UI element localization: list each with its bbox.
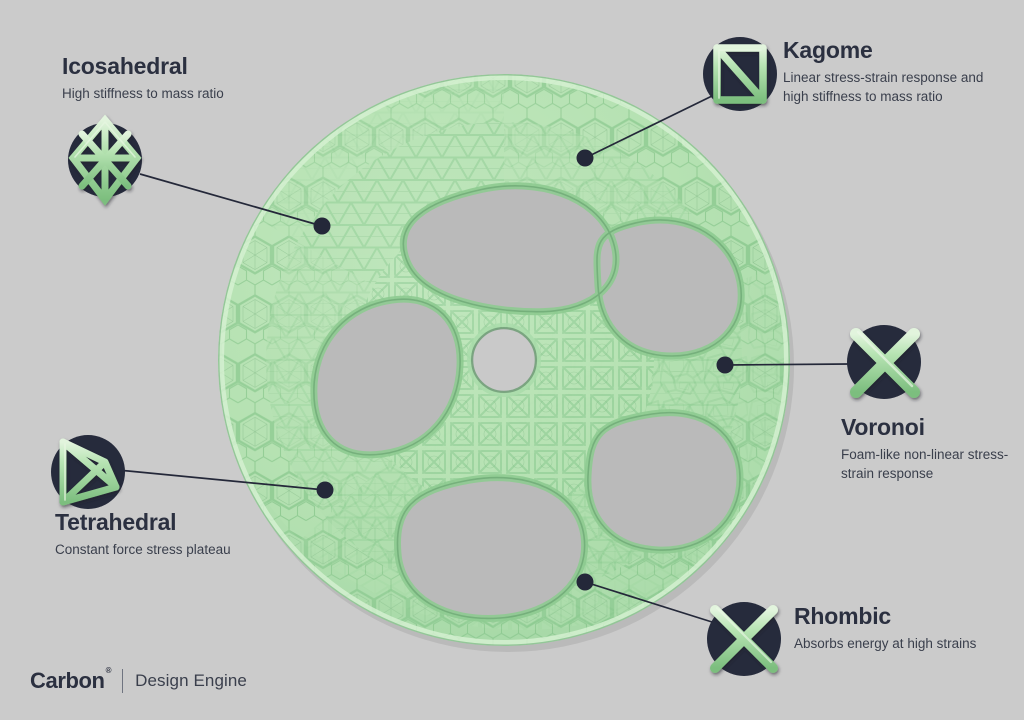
brand-name-text: Carbon xyxy=(30,668,105,693)
callout-title-rhombic: Rhombic xyxy=(794,603,891,629)
callout-kagome: Kagome Linear stress-strain response and… xyxy=(783,37,988,107)
leader-line-rhombic xyxy=(584,581,713,623)
leader-line-kagome xyxy=(584,95,713,159)
anchor-dot-rhombic xyxy=(576,573,594,591)
callout-title-voronoi: Voronoi xyxy=(841,414,925,440)
brand-name: Carbon® xyxy=(30,665,117,694)
anchor-dot-tetrahedral xyxy=(316,481,334,499)
callout-voronoi: Voronoi Foam-like non-linear stress-stra… xyxy=(841,414,1024,484)
callout-title-icosahedral: Icosahedral xyxy=(62,53,188,79)
anchor-dot-kagome xyxy=(576,149,594,167)
brand-product: Design Engine xyxy=(135,671,247,690)
anchor-dot-voronoi xyxy=(716,356,734,374)
callout-tetrahedral: Tetrahedral Constant force stress platea… xyxy=(55,509,305,559)
kagome-lattice-icon xyxy=(703,37,777,111)
hub-hole xyxy=(467,323,541,397)
callout-description-tetrahedral: Constant force stress plateau xyxy=(55,542,231,558)
callout-icosahedral: Icosahedral High stiffness to mass ratio xyxy=(62,53,252,103)
leader-lines xyxy=(117,95,850,623)
leader-line-tetrahedral xyxy=(117,469,326,491)
brand-divider xyxy=(122,669,124,693)
brand-lockup: Carbon® Design Engine xyxy=(30,665,247,694)
tetrahedral-lattice-icon xyxy=(51,435,125,509)
registered-trademark-icon: ® xyxy=(105,665,112,675)
callout-description-kagome: Linear stress-strain response and high s… xyxy=(783,70,984,105)
callout-description-voronoi: Foam-like non-linear stress-strain respo… xyxy=(841,447,1009,482)
callout-title-kagome: Kagome xyxy=(783,37,873,63)
rhombic-lattice-icon xyxy=(707,602,781,676)
callout-description-icosahedral: High stiffness to mass ratio xyxy=(62,86,224,102)
callout-description-rhombic: Absorbs energy at high strains xyxy=(794,636,977,652)
voronoi-lattice-icon xyxy=(847,325,921,399)
anchor-dot-icosahedral xyxy=(313,217,331,235)
leader-line-voronoi xyxy=(724,363,850,366)
leader-anchors xyxy=(313,149,734,591)
callout-rhombic: Rhombic Absorbs energy at high strains xyxy=(794,603,984,653)
icosahedral-lattice-icon xyxy=(68,114,142,206)
leader-line-icosahedral xyxy=(139,173,323,227)
callout-title-tetrahedral: Tetrahedral xyxy=(55,509,177,535)
